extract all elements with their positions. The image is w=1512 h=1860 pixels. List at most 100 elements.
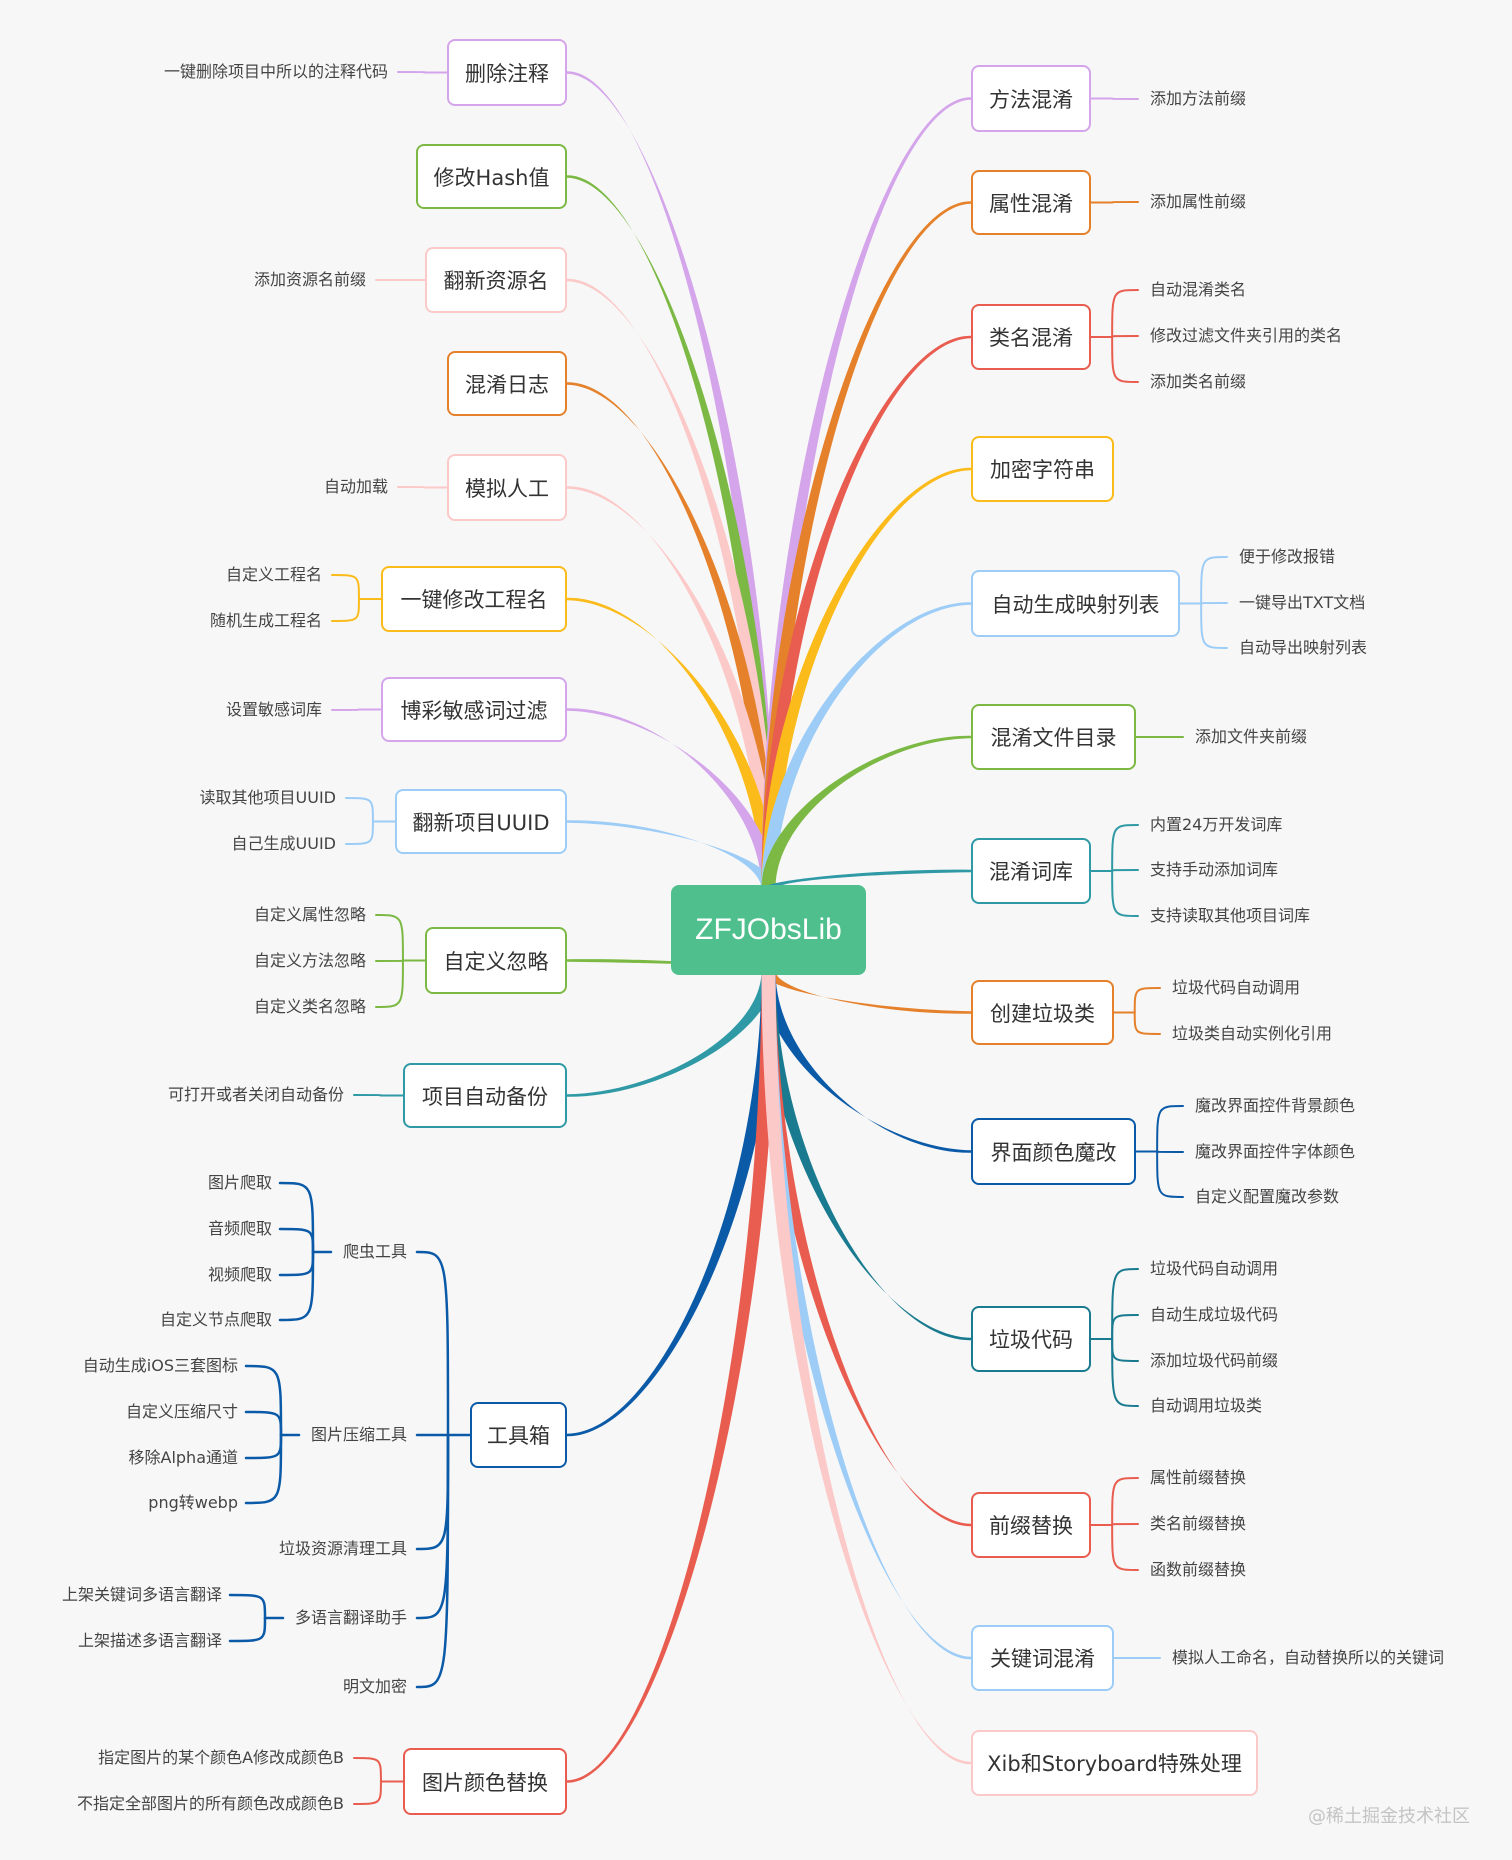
branch-label: 加密字符串 — [990, 458, 1095, 482]
leaf-topic[interactable]: 模拟人工命名，自动替换所以的关键词 — [1172, 1648, 1445, 1667]
leaf-topic[interactable]: 一键导出TXT文档 — [1239, 593, 1366, 612]
leaf-topic[interactable]: 随机生成工程名 — [209, 611, 322, 630]
branch-node[interactable]: 翻新资源名 — [425, 247, 567, 313]
leaf-topic[interactable]: 上架关键词多语言翻译 — [61, 1585, 222, 1604]
branch-label: 混淆文件目录 — [990, 726, 1117, 750]
leaf-topic[interactable]: 多语言翻译助手 — [294, 1608, 407, 1627]
leaf-topic[interactable]: 自定义节点爬取 — [159, 1310, 272, 1329]
leaf-topic[interactable]: 支持手动添加词库 — [1150, 860, 1279, 879]
branch-node[interactable]: 翻新项目UUID — [395, 789, 567, 854]
leaf-topic[interactable]: 不指定全部图片的所有颜色改成颜色B — [77, 1794, 344, 1813]
branch-label: 自动生成映射列表 — [991, 592, 1160, 617]
branch-node[interactable]: 图片颜色替换 — [403, 1748, 567, 1815]
branch-node[interactable]: 混淆日志 — [447, 351, 567, 416]
branch-node[interactable]: 混淆词库 — [971, 838, 1091, 904]
leaf-topic[interactable]: 上架描述多语言翻译 — [77, 1631, 222, 1650]
branch-label: 修改Hash值 — [433, 165, 550, 190]
leaf-topic[interactable]: 可打开或者关闭自动备份 — [167, 1085, 344, 1104]
leaf-topic[interactable]: 自定义压缩尺寸 — [125, 1402, 238, 1421]
leaf-topic[interactable]: 添加资源名前缀 — [253, 270, 366, 289]
root-node[interactable]: ZFJObsLib — [671, 885, 866, 975]
leaf-topic[interactable]: 自动调用垃圾类 — [1150, 1396, 1263, 1415]
leaf-topic[interactable]: 自动生成垃圾代码 — [1150, 1305, 1279, 1324]
leaf-topic[interactable]: 自定义类名忽略 — [253, 997, 366, 1016]
leaf-topic[interactable]: 自定义配置魔改参数 — [1195, 1187, 1340, 1206]
branch-node[interactable]: 类名混淆 — [971, 304, 1091, 370]
branch-node[interactable]: 工具箱 — [470, 1402, 567, 1468]
leaf-topic[interactable]: 设置敏感词库 — [225, 700, 322, 719]
branch-node[interactable]: Xib和Storyboard特殊处理 — [971, 1730, 1258, 1796]
leaf-topic[interactable]: 自定义工程名 — [225, 565, 322, 584]
leaf-topic[interactable]: 魔改界面控件背景颜色 — [1195, 1096, 1356, 1115]
watermark: @稀土掘金技术社区 — [1308, 1806, 1470, 1827]
leaf-topic[interactable]: 便于修改报错 — [1239, 547, 1336, 566]
branch-node[interactable]: 项目自动备份 — [403, 1063, 567, 1128]
leaf-topic[interactable]: 自动导出映射列表 — [1239, 638, 1368, 657]
leaf-topic[interactable]: png转webp — [148, 1493, 238, 1512]
leaf-topic[interactable]: 一键删除项目中所以的注释代码 — [163, 62, 388, 81]
branch-label: 前缀替换 — [989, 1514, 1073, 1538]
leaf-topic[interactable]: 读取其他项目UUID — [199, 788, 336, 807]
branch-label: 关键词混淆 — [990, 1647, 1095, 1671]
leaf-topic[interactable]: 函数前缀替换 — [1150, 1560, 1247, 1579]
branch-label: 混淆词库 — [989, 860, 1073, 884]
leaf-topic[interactable]: 自定义方法忽略 — [253, 951, 366, 970]
branch-node[interactable]: 自动生成映射列表 — [971, 570, 1180, 637]
leaf-topic[interactable]: 添加方法前缀 — [1150, 89, 1247, 108]
leaf-topic[interactable]: 自动混淆类名 — [1150, 280, 1247, 299]
branch-label: 一键修改工程名 — [400, 588, 548, 612]
leaf-topic[interactable]: 垃圾代码自动调用 — [1172, 978, 1301, 997]
branch-node[interactable]: 关键词混淆 — [971, 1625, 1114, 1691]
branch-label: 翻新资源名 — [443, 269, 549, 293]
leaf-topic[interactable]: 支持读取其他项目词库 — [1150, 906, 1311, 925]
leaf-topic[interactable]: 音频爬取 — [207, 1219, 272, 1238]
leaf-topic[interactable]: 属性前缀替换 — [1150, 1468, 1247, 1487]
leaf-topic[interactable]: 添加文件夹前缀 — [1195, 727, 1308, 746]
branch-node[interactable]: 前缀替换 — [971, 1492, 1091, 1558]
leaf-topic[interactable]: 图片爬取 — [207, 1173, 272, 1192]
branch-node[interactable]: 模拟人工 — [447, 454, 567, 521]
leaf-topic[interactable]: 添加属性前缀 — [1150, 192, 1247, 211]
leaf-topic[interactable]: 自动生成iOS三套图标 — [82, 1356, 238, 1375]
root-label: ZFJObsLib — [695, 913, 842, 946]
leaf-topic[interactable]: 自定义属性忽略 — [253, 905, 366, 924]
leaf-topic[interactable]: 魔改界面控件字体颜色 — [1195, 1142, 1356, 1161]
leaf-topic[interactable]: 垃圾代码自动调用 — [1150, 1259, 1279, 1278]
branch-label: 工具箱 — [487, 1424, 550, 1448]
leaf-topic[interactable]: 添加垃圾代码前缀 — [1150, 1351, 1279, 1370]
leaf-topic[interactable]: 修改过滤文件夹引用的类名 — [1150, 326, 1343, 345]
leaf-topic[interactable]: 自动加载 — [323, 477, 388, 496]
branch-label: Xib和Storyboard特殊处理 — [987, 1752, 1242, 1776]
branch-label: 混淆日志 — [465, 372, 549, 397]
leaf-topic[interactable]: 添加类名前缀 — [1150, 372, 1247, 391]
branch-node[interactable]: 修改Hash值 — [416, 144, 567, 209]
leaf-topic[interactable]: 图片压缩工具 — [310, 1425, 407, 1444]
branch-label: 图片颜色替换 — [422, 1770, 548, 1795]
leaf-topic[interactable]: 类名前缀替换 — [1150, 1514, 1247, 1533]
branch-label: 方法混淆 — [989, 87, 1073, 112]
branch-node[interactable]: 删除注释 — [447, 39, 567, 106]
leaf-topic[interactable]: 爬虫工具 — [342, 1242, 407, 1261]
branch-node[interactable]: 一键修改工程名 — [381, 566, 567, 632]
leaf-topic[interactable]: 垃圾资源清理工具 — [278, 1539, 407, 1558]
branch-node[interactable]: 界面颜色魔改 — [971, 1118, 1136, 1185]
leaf-topic[interactable]: 内置24万开发词库 — [1150, 815, 1283, 834]
branch-node[interactable]: 垃圾代码 — [971, 1306, 1091, 1372]
branch-node[interactable]: 混淆文件目录 — [971, 704, 1136, 770]
branch-node[interactable]: 属性混淆 — [971, 170, 1091, 235]
leaf-topic[interactable]: 指定图片的某个颜色A修改成颜色B — [98, 1748, 344, 1767]
branch-node[interactable]: 方法混淆 — [971, 65, 1091, 132]
leaf-topic[interactable]: 垃圾类自动实例化引用 — [1172, 1024, 1333, 1043]
branch-label: 类名混淆 — [989, 326, 1073, 350]
branch-node[interactable]: 创建垃圾类 — [971, 980, 1114, 1045]
leaf-topic[interactable]: 视频爬取 — [207, 1265, 272, 1284]
branch-label: 翻新项目UUID — [412, 810, 550, 835]
branch-label: 垃圾代码 — [989, 1328, 1073, 1352]
leaf-topic[interactable]: 移除Alpha通道 — [128, 1448, 239, 1467]
branch-node[interactable]: 加密字符串 — [971, 436, 1114, 502]
branch-node[interactable]: 博彩敏感词过滤 — [381, 677, 567, 742]
leaf-topic[interactable]: 自己生成UUID — [231, 834, 336, 853]
branch-node[interactable]: 自定义忽略 — [425, 927, 567, 994]
leaf-topic[interactable]: 明文加密 — [342, 1677, 407, 1696]
